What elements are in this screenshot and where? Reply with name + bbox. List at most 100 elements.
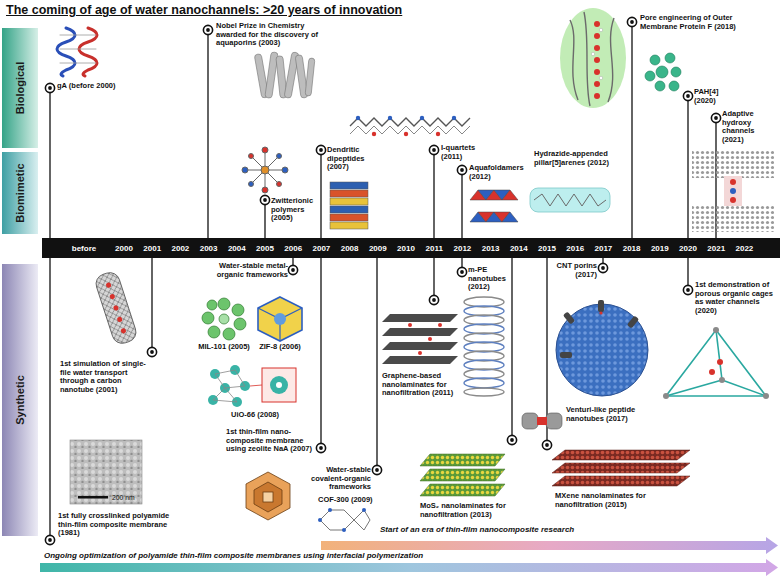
- adaptive-channel: [692, 204, 774, 232]
- porous-organic-cage: [709, 369, 715, 375]
- dendritic-dipeptide-column: [330, 214, 368, 221]
- zwitterionic-polymer: [277, 154, 282, 159]
- carbon-nanotube: [93, 270, 138, 346]
- pah4-structure: [645, 71, 655, 81]
- uio-66-structure: [208, 365, 296, 407]
- graphene-nanolaminate: [408, 323, 412, 327]
- event-label: 1st demonstration of porous organic cage…: [695, 281, 773, 316]
- uio-66-structure: [270, 376, 288, 394]
- i-quartet-structure: [372, 132, 376, 136]
- zif-8-structure: [258, 308, 302, 341]
- porous-organic-cage: [719, 377, 725, 383]
- year-label: 2014: [510, 244, 528, 253]
- zwitterionic-polymer: [249, 154, 254, 159]
- i-quartet-structure: [404, 132, 408, 136]
- event-label: Dendritic dipeptides (2007): [327, 146, 382, 172]
- zif-8-structure: [274, 313, 286, 325]
- mil-101-structure: [223, 328, 235, 340]
- zeolite-naa-structure: [263, 492, 273, 502]
- graphene-nanolaminate: [418, 351, 422, 355]
- event-label: gA (before 2000): [57, 82, 137, 91]
- graphene-nanolaminate: [428, 337, 432, 341]
- carbon-nanotube: [117, 316, 123, 322]
- bottom-arrows: [40, 559, 778, 576]
- graphene-nanolaminate: [382, 314, 458, 364]
- i-quartet-structure: [436, 132, 440, 136]
- gramicidin-helix: [57, 28, 97, 76]
- pah4-structure: [656, 66, 668, 78]
- ompf-protein: [599, 28, 602, 31]
- leader-line: [49, 88, 50, 238]
- timeline-marker: [542, 440, 551, 449]
- sem-micrograph: [70, 440, 142, 504]
- mos2-nanolaminate: [420, 484, 505, 496]
- mil-101-structure: [202, 312, 214, 324]
- event-label: COF-300 (2009): [318, 496, 378, 505]
- event-label: MoS₂ nanolaminates for nanofiltration (2…: [420, 502, 508, 519]
- scale-label: 200 nm: [112, 494, 135, 502]
- leader-line: [433, 258, 434, 300]
- timeline-marker: [45, 535, 54, 544]
- cnt-porin-vesicle: [560, 352, 572, 358]
- cnt-porin-vesicle: [563, 311, 575, 324]
- timeline-marker: [45, 83, 54, 92]
- mil-101-structure: [219, 314, 229, 324]
- zif-8-structure: [258, 297, 302, 341]
- leader-line: [687, 96, 688, 238]
- event-label: PAH[4] (2020): [694, 88, 730, 105]
- event-label: m-PE nanotubes (2012): [468, 266, 512, 292]
- aquafoldamer-structure: [470, 190, 518, 222]
- zwitterionic-polymer: [261, 166, 269, 174]
- year-label: 2001: [143, 244, 161, 253]
- timeline-marker: [627, 17, 636, 26]
- i-quartet-structure: [350, 126, 470, 134]
- timeline-bar: before2000200120022003200420052006200720…: [42, 238, 780, 258]
- timeline-marker: [45, 17, 720, 544]
- timeline-marker: [316, 145, 325, 154]
- timeline-marker: [683, 285, 692, 294]
- dendritic-dipeptide-column: [330, 182, 368, 189]
- arrow-label: Start of an era of thin-film nanocomposi…: [380, 525, 574, 534]
- graphene-nanolaminate: [438, 323, 442, 327]
- event-label: 1st fully crosslinked polyamide thin-fil…: [58, 512, 180, 538]
- event-label: I-quartets (2011): [441, 144, 485, 161]
- dendritic-dipeptide-column: [330, 182, 368, 229]
- pah4-structure: [665, 53, 675, 63]
- porous-organic-cage: [722, 380, 766, 396]
- leader-line: [50, 22, 716, 540]
- cnt-porin-vesicle: [598, 300, 604, 312]
- adaptive-channel: [730, 179, 736, 185]
- event-label: Graphene-based nanolaminates for nanofil…: [382, 372, 462, 398]
- ompf-protein: [594, 81, 600, 87]
- venturi-nanotube: [546, 413, 562, 429]
- carbon-nanotube: [109, 293, 115, 299]
- zwitterionic-polymer: [282, 167, 288, 173]
- timeline-marker: [507, 435, 516, 444]
- cof-300-structure: [318, 508, 370, 532]
- sem-micrograph: [70, 440, 142, 504]
- porous-organic-cage: [666, 380, 722, 396]
- ompf-protein: [594, 93, 600, 99]
- ompf-protein: [594, 45, 600, 51]
- ompf-protein: [594, 57, 600, 63]
- porous-organic-cage: [713, 327, 719, 333]
- leader-line: [511, 258, 512, 440]
- adaptive-channel: [692, 150, 774, 232]
- event-label: Nobel Prize in Chemistry awarded for the…: [216, 22, 328, 48]
- category-band: Biomimetic: [2, 152, 38, 234]
- year-label: 2021: [707, 244, 725, 253]
- year-label: 2008: [341, 244, 359, 253]
- year-label: 2015: [538, 244, 556, 253]
- i-quartet-structure: [452, 116, 456, 120]
- dendritic-dipeptide-column: [330, 206, 368, 213]
- leader-line: [49, 258, 50, 540]
- category-band: Biological: [2, 28, 38, 148]
- pah4-structure: [655, 81, 665, 91]
- year-label: 2004: [228, 244, 246, 253]
- mos2-nanolaminate: [420, 454, 505, 466]
- timeline-marker: [711, 113, 720, 122]
- zwitterionic-polymer: [242, 147, 288, 193]
- aquafoldamer-structure: [502, 190, 518, 200]
- adaptive-channel: [730, 197, 736, 203]
